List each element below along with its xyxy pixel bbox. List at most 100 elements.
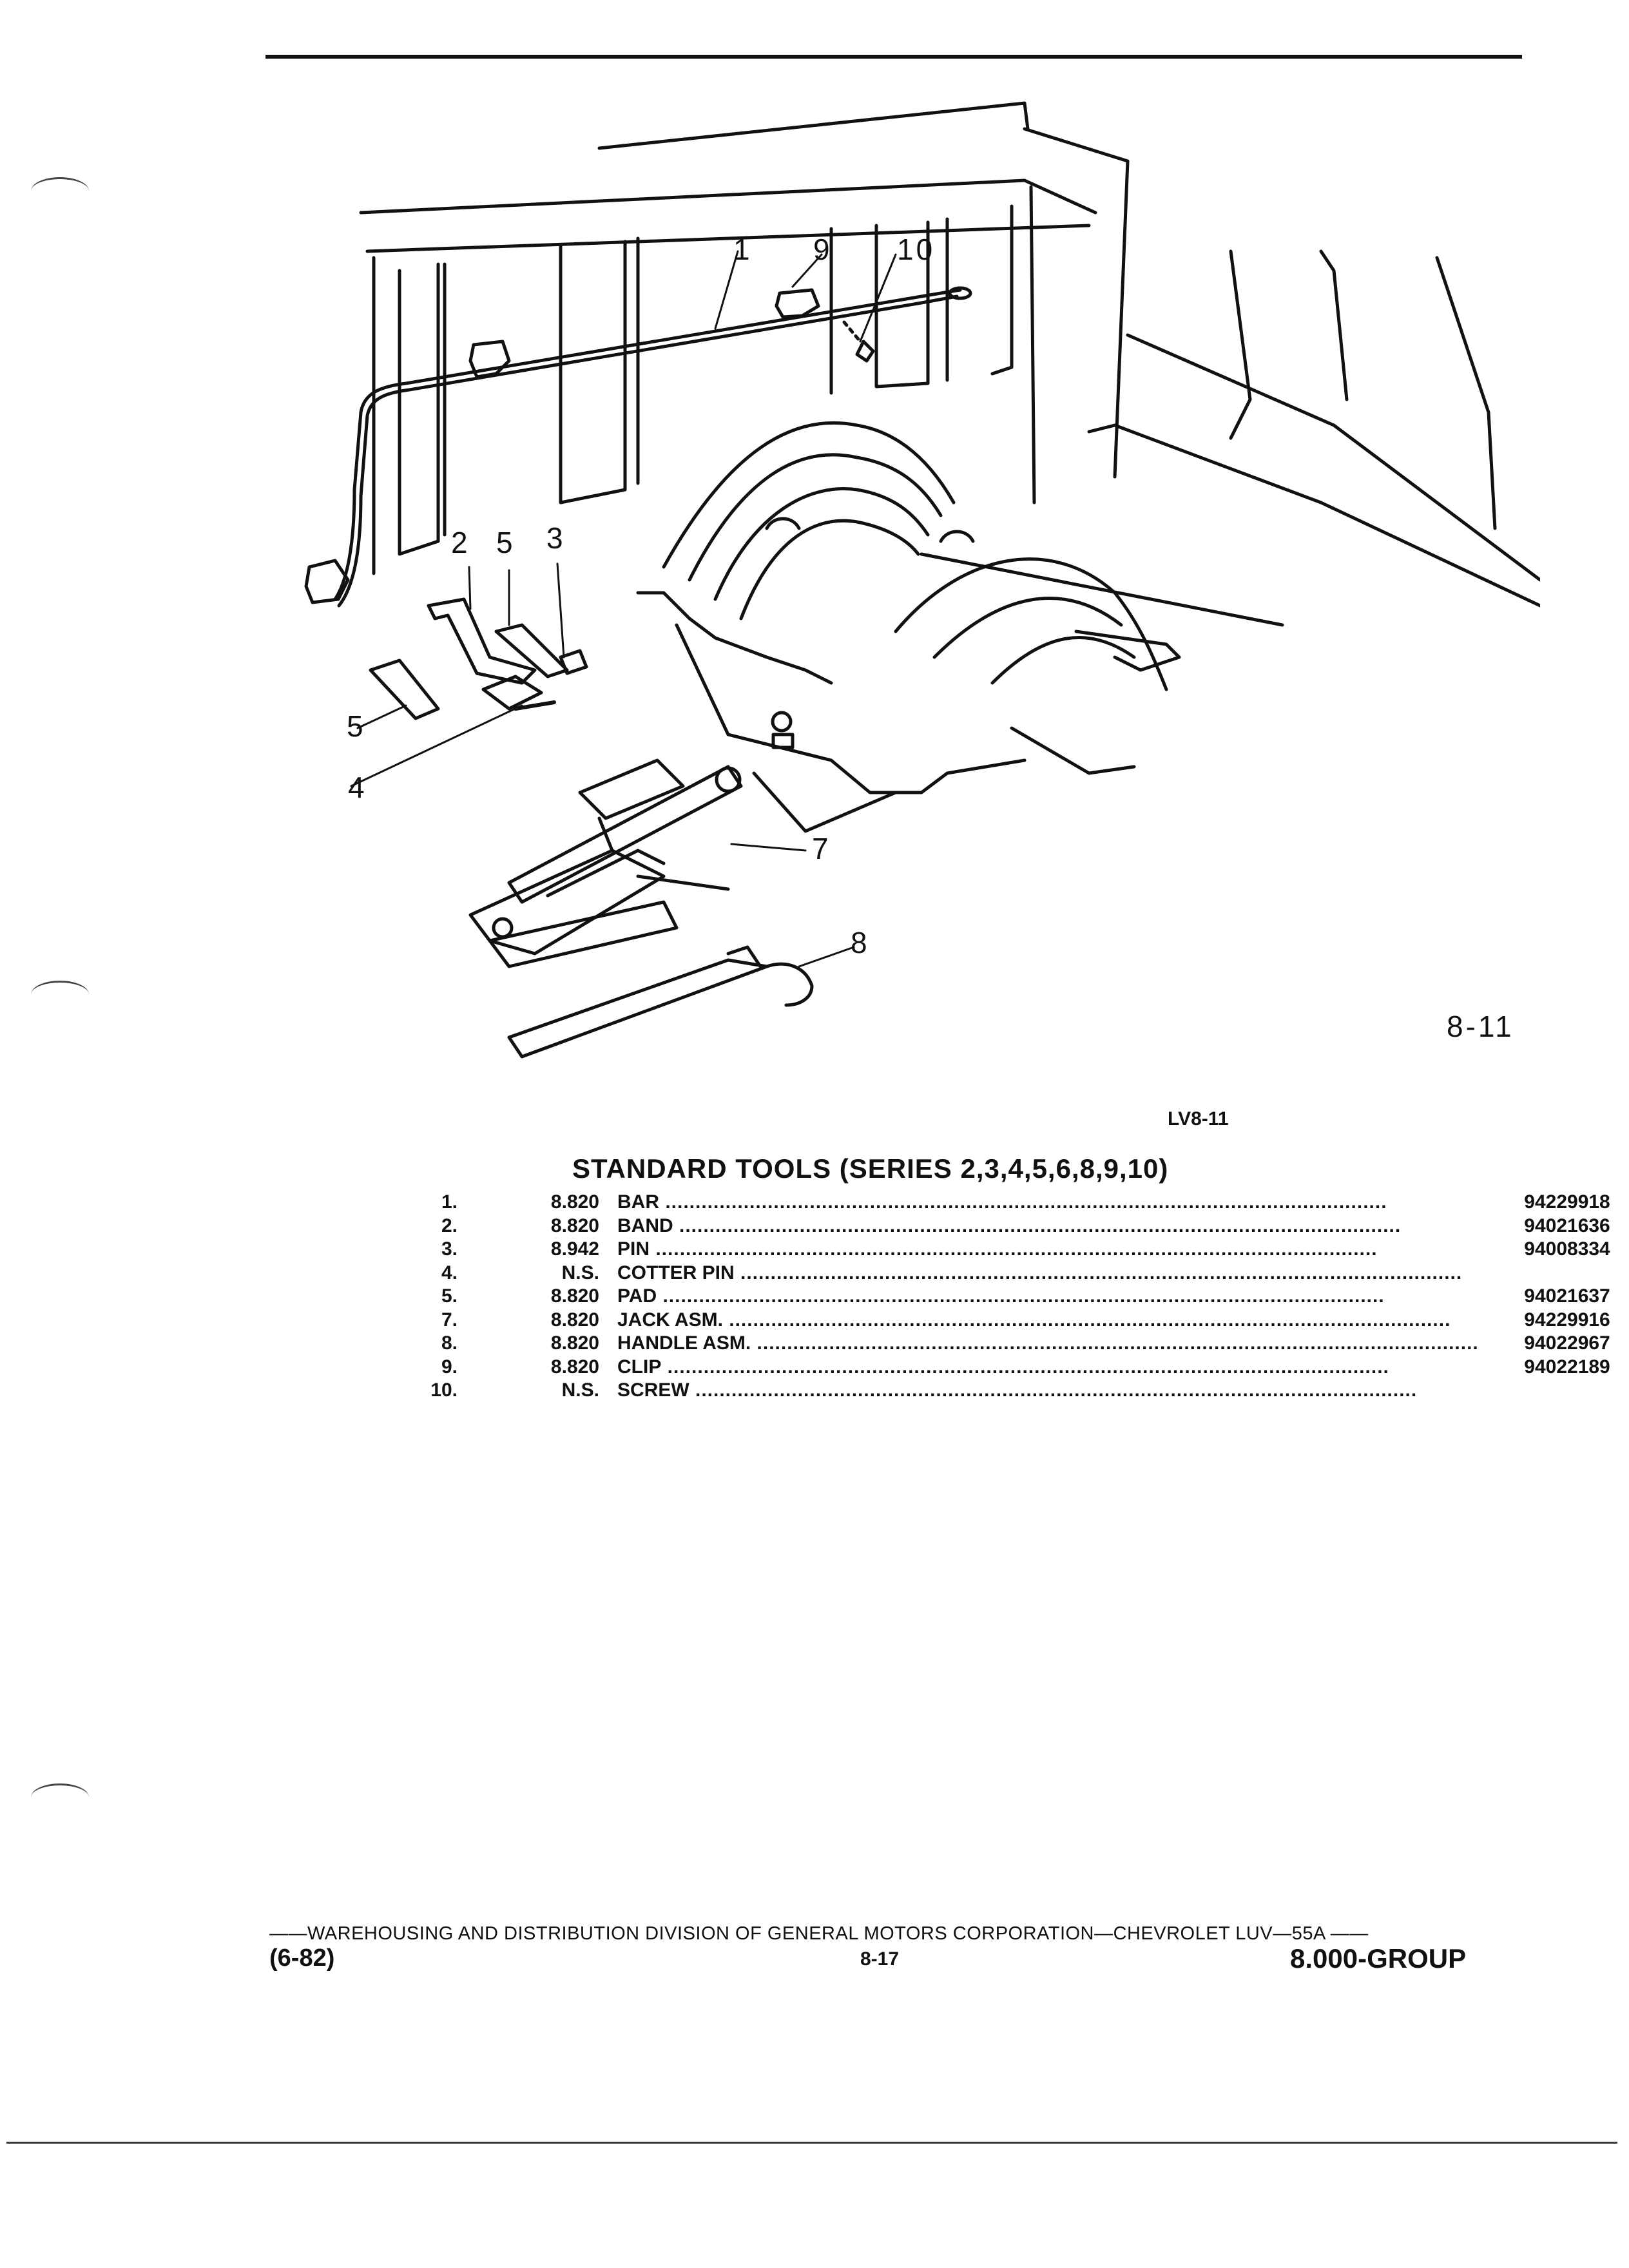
group-number-text: 8.820 (550, 1285, 599, 1307)
item-number-text: 8. (441, 1332, 458, 1354)
group-number-text: 8.820 (550, 1332, 599, 1354)
item-number-text: 7. (441, 1309, 458, 1331)
part-number: 94229918 (1479, 1191, 1610, 1215)
part-description-text: BAR (617, 1191, 659, 1213)
parts-row: 4. N.S. COTTER PIN .......................… (412, 1262, 1610, 1285)
part-description: JACK ASM. ..............................… (617, 1309, 1479, 1332)
dot-leader: ........................................… (689, 1379, 1418, 1401)
part-description: HANDLE ASM. ............................… (617, 1332, 1479, 1356)
group-label: 8.000-GROUP (1290, 1943, 1467, 1974)
callout-leader-lines (350, 250, 897, 968)
part-number (1479, 1262, 1610, 1285)
part-description-text: CLIP (617, 1356, 662, 1378)
callout-number: 10 (897, 233, 936, 266)
item-number: 9. (412, 1356, 458, 1379)
item-number: 4. (412, 1262, 458, 1285)
part-description-text: BAND (617, 1215, 673, 1236)
scissor-jack-part (468, 758, 743, 968)
part-number-text: 94008334 (1524, 1238, 1610, 1260)
callout-number: 1 (733, 233, 753, 266)
parts-row: 2. 8.820 BAND ............................… (412, 1215, 1610, 1238)
group-number-text: N.S. (561, 1262, 599, 1283)
callout-number: 5 (496, 526, 516, 559)
part-description-text: JACK ASM. (617, 1309, 723, 1331)
callout-number: 7 (812, 832, 831, 865)
part-description: PIN ....................................… (617, 1238, 1479, 1262)
callout-number: 3 (546, 521, 566, 555)
group-number: 8.820 (458, 1285, 617, 1309)
screw-part (842, 320, 875, 363)
part-number: 94022967 (1479, 1332, 1610, 1356)
group-number: 8.820 (458, 1309, 617, 1332)
dot-leader: ........................................… (661, 1356, 1389, 1378)
page-number: 8-17 (860, 1948, 900, 1970)
part-description-text: HANDLE ASM. (617, 1332, 751, 1354)
group-number: 8.820 (458, 1356, 617, 1379)
dot-leader: ........................................… (650, 1238, 1378, 1260)
band-and-pad-parts (369, 597, 588, 720)
callout-number: 9 (813, 233, 833, 266)
part-description: BAR ....................................… (617, 1191, 1479, 1215)
item-number-text: 3. (441, 1238, 458, 1260)
item-number: 3. (412, 1238, 458, 1262)
truck-bed-side-wall (1087, 249, 1540, 608)
item-number: 10. (412, 1379, 458, 1403)
parts-row: 5. 8.820 PAD .............................… (412, 1285, 1610, 1309)
callout-number: 8 (851, 926, 870, 959)
group-number: N.S. (458, 1379, 617, 1403)
jack-handle-part (507, 945, 814, 1059)
parts-list-title: STANDARD TOOLS (SERIES 2,3,4,5,6,8,9,10) (572, 1153, 1169, 1184)
publisher-line: ——WAREHOUSING AND DISTRIBUTION DIVISION … (269, 1923, 1369, 1944)
part-number-text: 94229916 (1524, 1309, 1610, 1331)
parts-row: 7. 8.820 JACK ASM. .......................… (412, 1309, 1610, 1332)
group-number-text: 8.820 (550, 1356, 599, 1378)
part-number: 94008334 (1479, 1238, 1610, 1262)
clip-part (304, 288, 820, 604)
binder-hole-mark (31, 177, 89, 205)
group-number-text: 8.820 (550, 1215, 599, 1236)
dot-leader: ........................................… (657, 1285, 1385, 1307)
item-number: 2. (412, 1215, 458, 1238)
part-number (1479, 1379, 1610, 1403)
item-number-text: 4. (441, 1262, 458, 1283)
item-number-text: 5. (441, 1285, 458, 1307)
part-number-text: 94229918 (1524, 1191, 1610, 1213)
part-description: COTTER PIN .............................… (617, 1262, 1479, 1285)
group-number-text: N.S. (561, 1379, 599, 1401)
item-number: 5. (412, 1285, 458, 1309)
item-number-text: 2. (441, 1215, 458, 1236)
binder-hole-mark (31, 1783, 89, 1811)
part-number-text: 94022189 (1524, 1356, 1610, 1378)
part-description-text: SCREW (617, 1379, 689, 1401)
figure-page-label: 8-11 (1447, 1010, 1514, 1043)
revision-date: (6-82) (269, 1945, 335, 1972)
part-number-text: 94021637 (1524, 1285, 1610, 1307)
truck-bed-front-wall (359, 101, 1252, 575)
part-description: SCREW ..................................… (617, 1379, 1479, 1403)
group-number: N.S. (458, 1262, 617, 1285)
group-number: 8.942 (458, 1238, 617, 1262)
item-number: 7. (412, 1309, 458, 1332)
top-rule (265, 55, 1522, 59)
parts-row: 8. 8.820 HANDLE ASM. .....................… (412, 1332, 1610, 1356)
dot-leader: ........................................… (751, 1332, 1479, 1354)
callout-number: 4 (348, 771, 367, 804)
item-number: 1. (412, 1191, 458, 1215)
parts-row: 9. 8.820 CLIP ............................… (412, 1356, 1610, 1379)
part-description: PAD ....................................… (617, 1285, 1479, 1309)
parts-illustration (304, 101, 1540, 1059)
part-number-text: 94021636 (1524, 1215, 1610, 1236)
part-description-text: PAD (617, 1285, 657, 1307)
dot-leader: ........................................… (734, 1262, 1463, 1283)
group-number: 8.820 (458, 1215, 617, 1238)
parts-list-table: 1. 8.820 BAR .............................… (412, 1191, 1610, 1403)
group-number-text: 8.820 (550, 1309, 599, 1331)
part-description: CLIP ...................................… (617, 1356, 1479, 1379)
parts-row: 10. N.S. SCREW ...........................… (412, 1379, 1610, 1403)
callout-number: 2 (451, 526, 470, 559)
dot-leader: ........................................… (659, 1191, 1387, 1213)
dot-leader: ........................................… (673, 1215, 1402, 1236)
callout-number: 5 (347, 709, 366, 743)
part-number: 94229916 (1479, 1309, 1610, 1332)
